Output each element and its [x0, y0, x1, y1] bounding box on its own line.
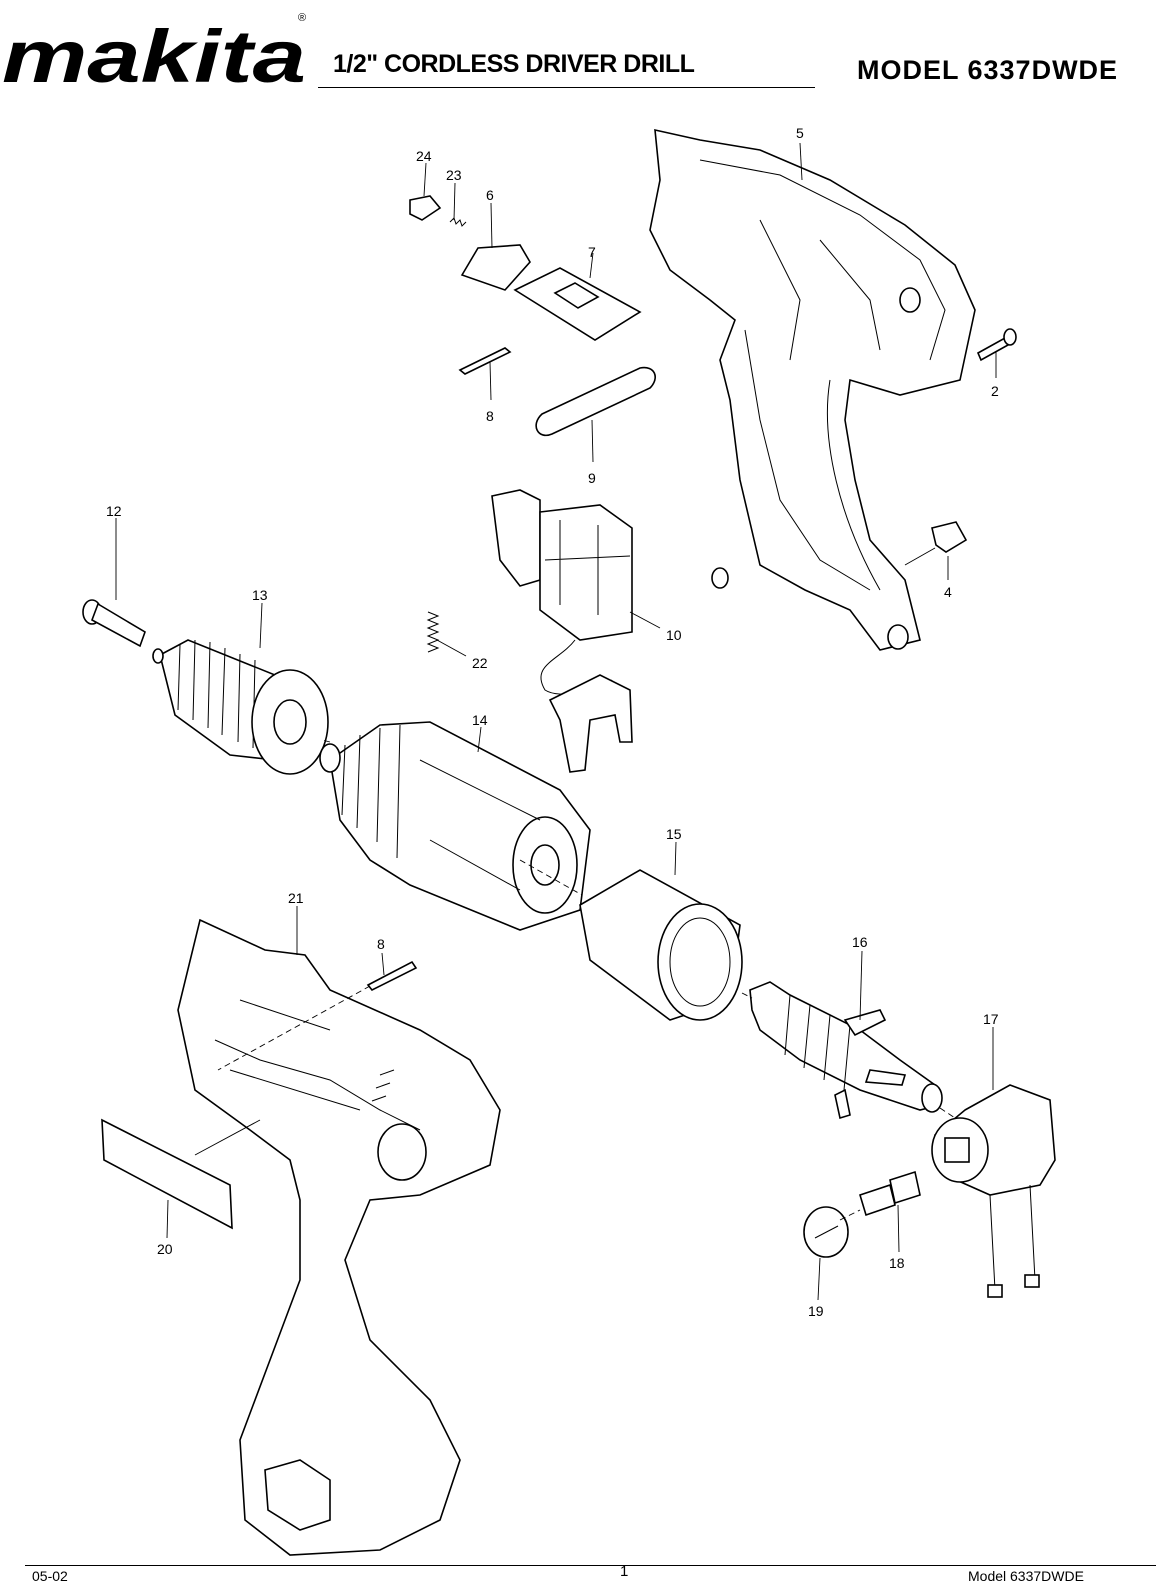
- spring-part-23: [449, 217, 467, 227]
- part-number-labels: 24 23 6 7 5 2 8 9 12 13 10 22 4 14 15 21…: [106, 125, 999, 1319]
- brush-cap-part-19: [803, 1206, 849, 1258]
- title-underline: [318, 87, 815, 88]
- part-label: 20: [157, 1241, 173, 1257]
- part-label: 4: [944, 584, 952, 600]
- makita-logo: makita: [2, 15, 306, 90]
- svg-text:makita: makita: [2, 15, 306, 90]
- part-label: 2: [991, 383, 999, 399]
- document-title: 1/2" CORDLESS DRIVER DRILL: [333, 50, 695, 78]
- part-label: 8: [486, 408, 494, 424]
- part-label: 21: [288, 890, 304, 906]
- drill-chuck-part-13: [152, 639, 329, 775]
- part-label: 12: [106, 503, 122, 519]
- part-label: 6: [486, 187, 494, 203]
- screw-part-12: [82, 599, 146, 648]
- part-label: 15: [666, 826, 682, 842]
- part-label: 22: [472, 655, 488, 671]
- nameplate-part-20: [101, 1118, 233, 1230]
- part-label: 10: [666, 627, 682, 643]
- footer-model: Model 6337DWDE: [968, 1568, 1084, 1584]
- leaf-spring-part-8-lower: [366, 960, 418, 992]
- part-label: 8: [377, 936, 385, 952]
- footer-rule: [25, 1565, 1156, 1566]
- switch-cover-part-6: [460, 244, 531, 291]
- part-label: 19: [808, 1303, 824, 1319]
- model-header: MODEL 6337DWDE: [857, 55, 1119, 85]
- switch-lever-part-9: [535, 366, 656, 437]
- spring-part-22: [426, 611, 440, 653]
- housing-half-part-21: [177, 918, 501, 1556]
- carbon-brush-part-18: [859, 1170, 921, 1217]
- assembly-axis-lines: [217, 739, 956, 1221]
- lock-button-part-24: [409, 195, 442, 221]
- leader-lines: [115, 142, 997, 1301]
- registered-mark: ®: [298, 12, 307, 24]
- leaf-spring-part-8: [458, 347, 512, 375]
- part-label: 16: [852, 934, 868, 950]
- page-number: 1: [620, 1563, 629, 1580]
- part-label: 18: [889, 1255, 905, 1271]
- switch-part-10: [491, 489, 633, 773]
- motor-yoke-part-15: [579, 869, 743, 1021]
- exploded-view-diagram: 24 23 6 7 5 2 8 9 12 13 10 22 4 14 15 21…: [82, 125, 1056, 1556]
- footer-date: 05-02: [32, 1568, 68, 1584]
- gear-assembly-part-14: [319, 721, 591, 931]
- part-label: 23: [446, 167, 462, 183]
- part-label: 24: [416, 148, 432, 164]
- part-label: 9: [588, 470, 596, 486]
- screw-part-2: [976, 328, 1017, 362]
- part-label: 14: [472, 712, 488, 728]
- part-label: 13: [252, 587, 268, 603]
- brush-holder-part-17: [931, 1084, 1056, 1298]
- clip-part-4: [931, 521, 968, 553]
- part-label: 17: [983, 1011, 999, 1027]
- part-label: 5: [796, 125, 804, 141]
- part-label: 7: [588, 244, 596, 260]
- armature-part-16: [749, 981, 943, 1120]
- housing-half-part-5: [649, 128, 976, 651]
